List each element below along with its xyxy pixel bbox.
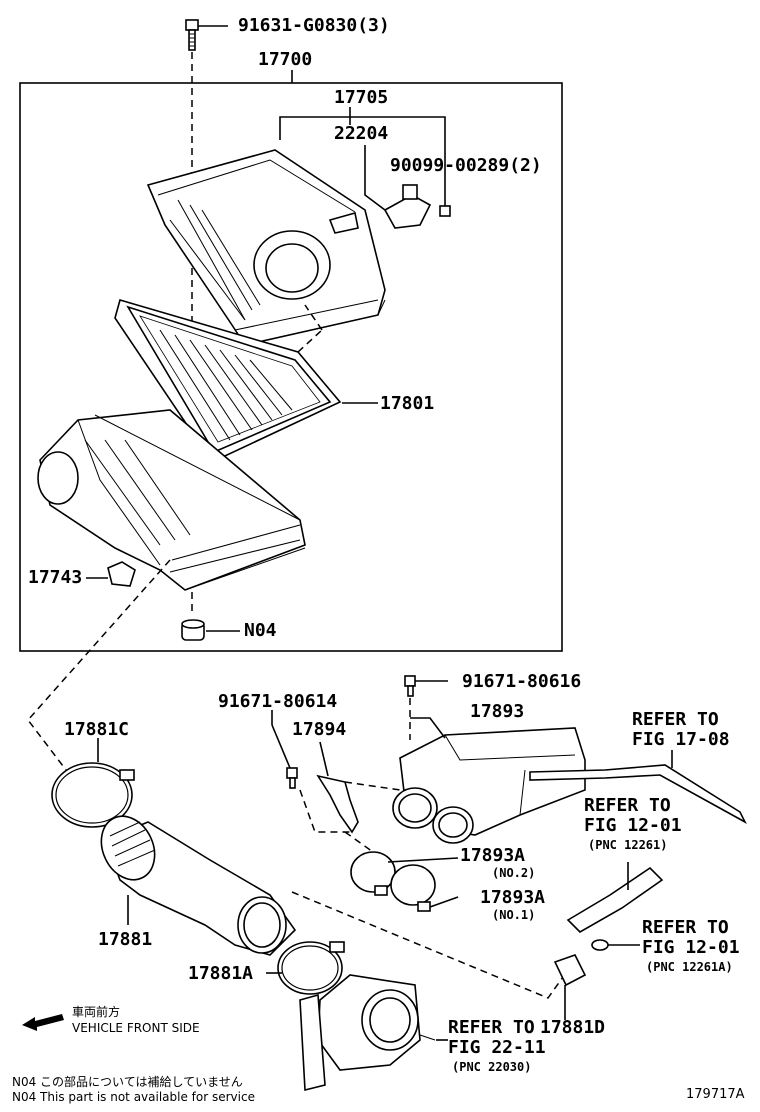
clamp-17893a-no2	[350, 851, 396, 896]
ref4-line2: FIG 22-11	[448, 1037, 546, 1058]
front-arrow-icon	[22, 1014, 64, 1031]
ref1-line2: FIG 17-08	[632, 729, 730, 750]
intake-hose	[100, 815, 297, 956]
air-cleaner-case	[37, 409, 306, 591]
label-bracket: 17743	[28, 567, 83, 588]
label-sensor-screw: 90099-00289(2)	[390, 155, 542, 176]
label-resonator: 17893	[470, 701, 525, 722]
note-en: N04 This part is not available for servi…	[12, 1090, 255, 1104]
label-stay: 17894	[292, 719, 347, 740]
bolt-top	[185, 19, 199, 51]
figure-code: 179717A	[686, 1087, 745, 1102]
ref1-line1: REFER TO	[632, 709, 719, 730]
ref3-pnc: (PNC 12261A)	[646, 960, 733, 974]
vsv-connector	[553, 954, 587, 987]
grommet-n04	[181, 619, 205, 641]
mass-air-flow-sensor	[383, 184, 432, 229]
label-clamp-d: 17881D	[540, 1017, 606, 1038]
label-assembly: 17700	[258, 49, 313, 70]
label-no2: (NO.2)	[492, 866, 536, 880]
ref3-line2: FIG 12-01	[642, 937, 740, 958]
screw-91671-80614	[286, 767, 298, 789]
assembly-frame	[19, 82, 563, 652]
hose-clamp-c	[51, 762, 135, 828]
label-n04: N04	[244, 620, 277, 641]
screw-91671-80616	[404, 675, 416, 697]
hose-clip	[591, 939, 609, 951]
sensor-screw	[439, 205, 451, 217]
resonator	[392, 727, 586, 844]
throttle-body	[299, 974, 436, 1092]
label-screw-b: 91671-80616	[462, 671, 582, 692]
label-clamp-c: 17881C	[64, 719, 130, 740]
ref2-line2: FIG 12-01	[584, 815, 682, 836]
stay	[316, 774, 359, 834]
ref2-line1: REFER TO	[584, 795, 671, 816]
bracket	[107, 561, 136, 587]
label-screw-a: 91671-80614	[218, 691, 338, 712]
label-clamp-893a-1: 17893A	[480, 887, 546, 908]
hose-clamp-a	[277, 941, 345, 995]
ref4-pnc: (PNC 22030)	[452, 1060, 532, 1074]
ref3-line1: REFER TO	[642, 917, 729, 938]
label-no1: (NO.1)	[492, 908, 536, 922]
label-bolt-top: 91631-G0830(3)	[238, 15, 390, 36]
label-clamp-893a-2: 17893A	[460, 845, 526, 866]
ref2-pnc: (PNC 12261)	[588, 838, 668, 852]
note-jp: N04 この部品については補給していません	[12, 1075, 243, 1089]
label-clamp-a: 17881A	[188, 963, 254, 984]
breather-hose	[529, 764, 747, 824]
air-filter-element	[114, 299, 342, 464]
label-cap: 17705	[334, 87, 389, 108]
front-label-jp: 車両前方	[72, 1005, 121, 1019]
front-label-en: VEHICLE FRONT SIDE	[72, 1021, 200, 1035]
label-element: 17801	[380, 393, 435, 414]
air-cleaner-cap	[146, 149, 386, 346]
vsv-hose	[566, 866, 664, 933]
label-sensor: 22204	[334, 123, 389, 144]
clamp-17893a-no1	[390, 864, 436, 912]
ref4-line1: REFER TO	[448, 1017, 535, 1038]
label-hose: 17881	[98, 929, 153, 950]
